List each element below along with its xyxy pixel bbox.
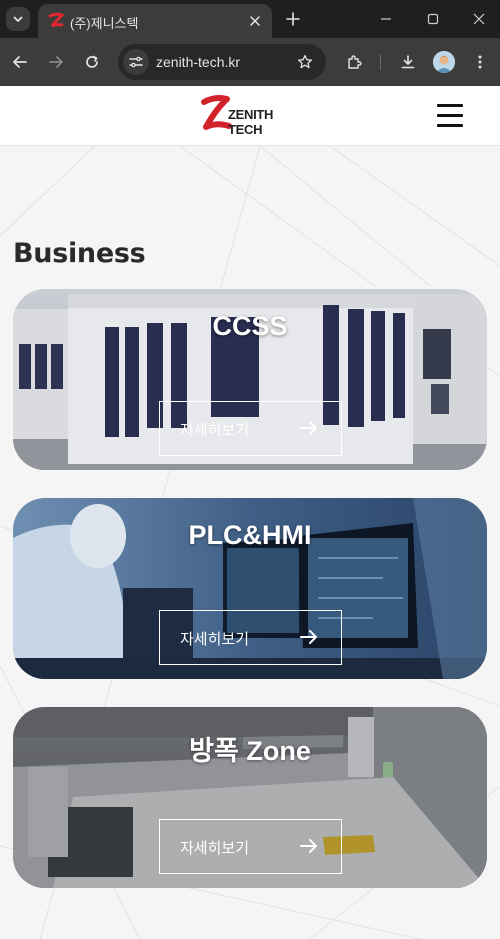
browser-tab-strip: (주)제니스텍 (0, 0, 500, 38)
card-title: PLC&HMI (188, 520, 312, 550)
browser-menu-button[interactable] (468, 50, 492, 74)
plc-hmi-lab-photo (13, 498, 487, 679)
reload-button[interactable] (80, 50, 104, 74)
view-details-button[interactable]: 자세히보기 (159, 401, 342, 456)
close-icon (250, 16, 260, 26)
zenith-logo-mark-icon (201, 95, 232, 130)
arrow-left-icon (13, 56, 27, 68)
business-card-plc-hmi[interactable]: PLC&HMI 자세히보기 (13, 498, 487, 679)
profile-avatar[interactable] (433, 51, 455, 73)
view-details-button[interactable]: 자세히보기 (159, 819, 342, 874)
minimize-button[interactable] (370, 6, 402, 32)
new-tab-button[interactable] (282, 8, 304, 30)
back-button[interactable] (8, 50, 32, 74)
button-label: 자세히보기 (180, 630, 250, 648)
button-label: 자세히보기 (180, 839, 250, 857)
maximize-icon (427, 13, 439, 25)
chevron-down-icon (13, 16, 23, 22)
download-icon (401, 55, 415, 69)
more-vertical-icon (478, 55, 482, 69)
arrow-right-icon (300, 839, 317, 853)
arrow-right-icon (49, 56, 63, 68)
toolbar-divider (380, 54, 381, 70)
url-text: zenith-tech.kr (156, 54, 241, 70)
ccss-equipment-photo (13, 289, 487, 470)
tab-close-button[interactable] (246, 12, 264, 30)
business-card-ccss[interactable]: CCSS 자세히보기 (13, 289, 487, 470)
button-label: 자세히보기 (180, 421, 250, 439)
close-icon (473, 13, 485, 25)
site-header: ZENITH TECH (0, 86, 500, 146)
zenith-favicon-icon (48, 12, 65, 28)
reload-icon (86, 55, 98, 68)
browser-tab-active[interactable]: (주)제니스텍 (38, 4, 272, 38)
downloads-button[interactable] (396, 50, 420, 74)
menu-bar-icon (437, 104, 463, 107)
view-details-button[interactable]: 자세히보기 (159, 610, 342, 665)
maximize-button[interactable] (417, 6, 449, 32)
menu-bar-icon (437, 124, 463, 127)
window-close-button[interactable] (463, 6, 495, 32)
address-bar[interactable]: zenith-tech.kr (118, 44, 326, 80)
arrow-right-icon (300, 630, 317, 644)
site-logo[interactable]: ZENITH TECH (198, 93, 308, 137)
browser-toolbar: zenith-tech.kr (0, 38, 500, 86)
plus-icon (286, 12, 300, 26)
avatar-icon (433, 51, 455, 73)
business-section-title: Business (13, 238, 146, 269)
explosion-proof-zone-photo (13, 707, 487, 888)
card-title: 방폭 Zone (189, 736, 311, 766)
bookmark-button[interactable] (296, 53, 314, 71)
hamburger-menu-button[interactable] (434, 100, 466, 130)
tune-icon (129, 56, 143, 68)
site-info-button[interactable] (123, 49, 149, 75)
menu-bar-icon (437, 114, 463, 117)
tab-title: (주)제니스텍 (70, 16, 139, 31)
business-card-explosion-proof-zone[interactable]: 방폭 Zone 자세히보기 (13, 707, 487, 888)
star-icon (297, 54, 313, 69)
puzzle-icon (348, 55, 362, 69)
minimize-icon (381, 18, 391, 20)
logo-text: ZENITH TECH (228, 107, 274, 137)
forward-button[interactable] (44, 50, 68, 74)
tab-search-button[interactable] (6, 7, 30, 31)
extensions-button[interactable] (342, 50, 366, 74)
arrow-right-icon (300, 421, 317, 435)
card-title: CCSS (212, 311, 288, 341)
